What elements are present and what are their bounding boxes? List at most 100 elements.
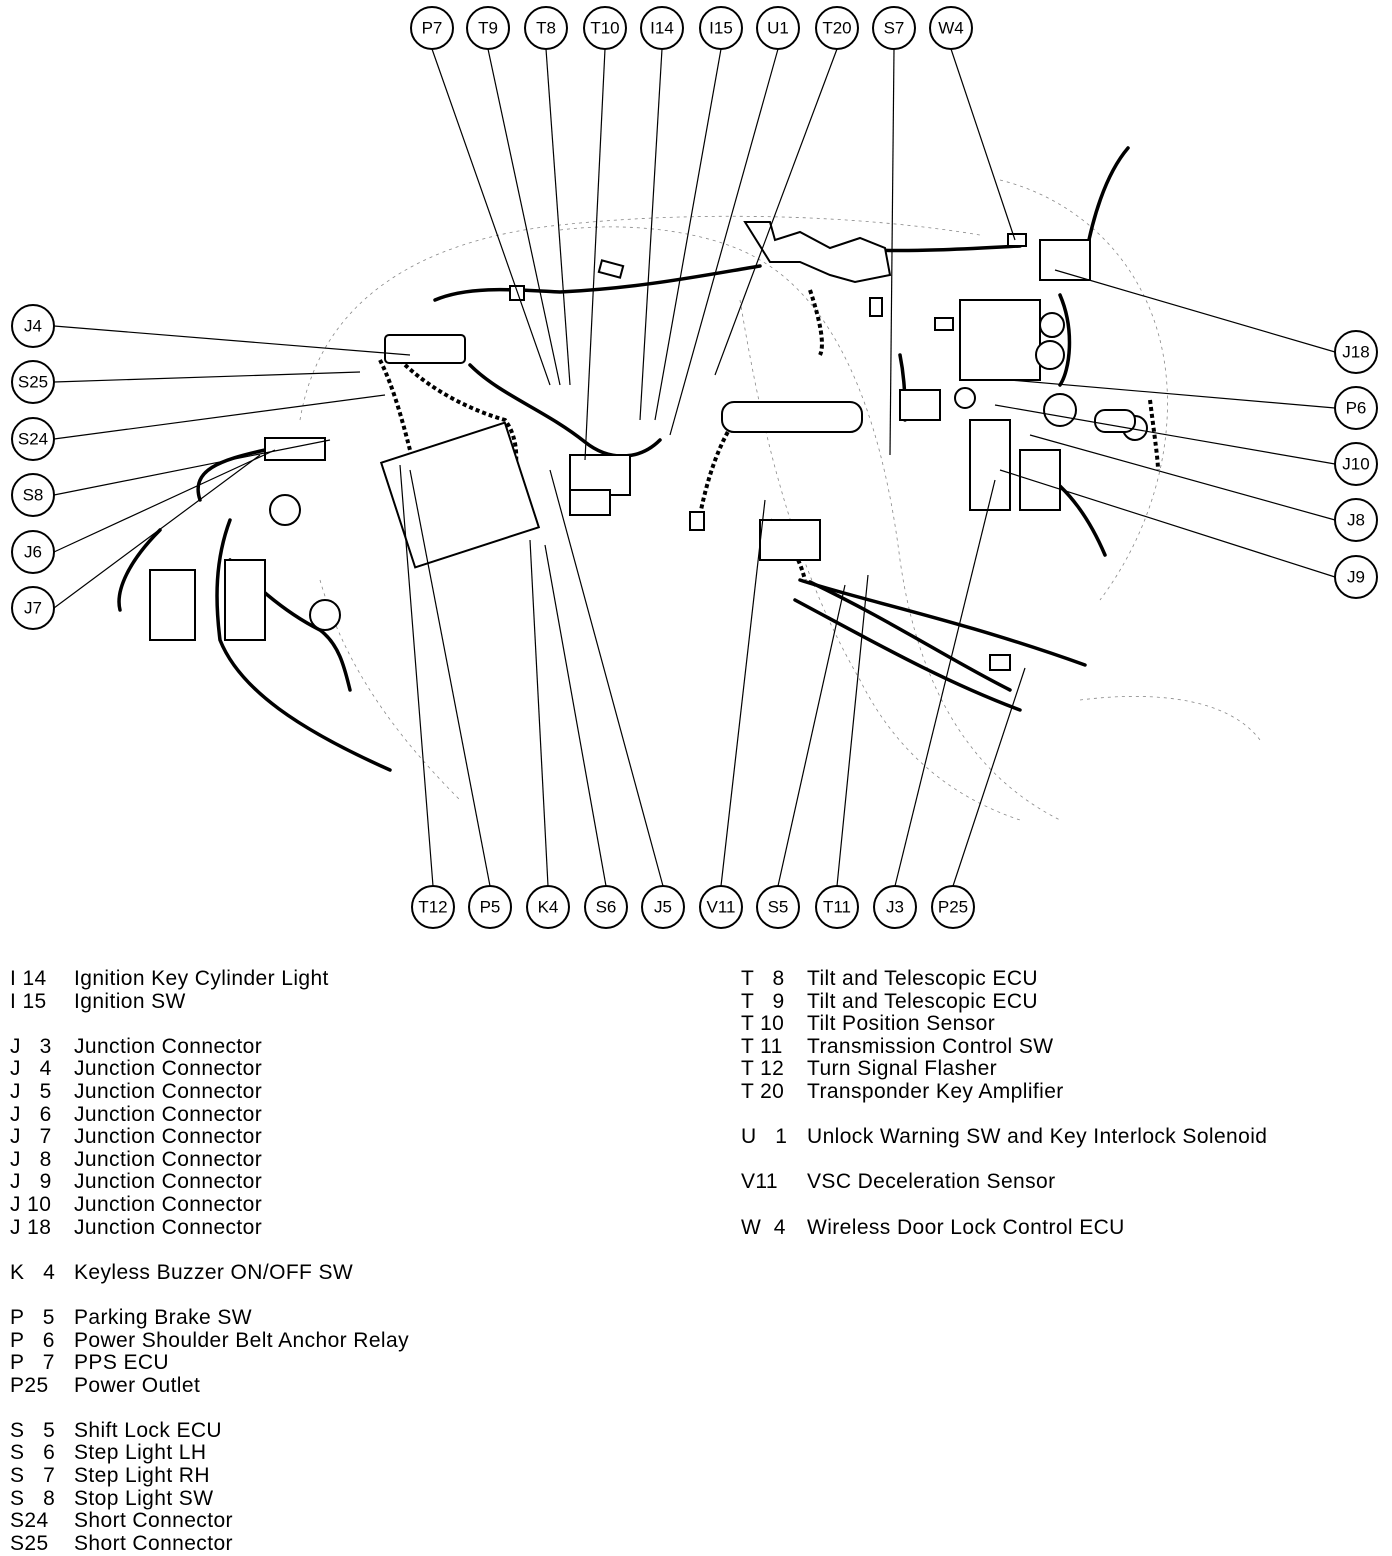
callout-text: V11 bbox=[707, 898, 736, 917]
legend-code: S24 bbox=[10, 1509, 49, 1533]
leader-i14 bbox=[639, 48, 663, 421]
callout-w4: W4 bbox=[929, 6, 973, 50]
callout-text: J8 bbox=[1347, 511, 1365, 530]
legend-row: S 6 Step Light LH bbox=[10, 1442, 409, 1465]
callout-text: S25 bbox=[18, 373, 48, 392]
legend-code: J 4 bbox=[10, 1057, 52, 1081]
callout-circle bbox=[756, 885, 800, 929]
legend-code: T 9 bbox=[741, 989, 785, 1013]
legend-row: I 15 Ignition SW bbox=[10, 989, 409, 1014]
callout-text: I14 bbox=[650, 19, 674, 38]
callout-text: S6 bbox=[596, 898, 617, 917]
legend-description: Keyless Buzzer ON/OFF SW bbox=[74, 1260, 354, 1284]
callout-t20: T20 bbox=[815, 6, 859, 50]
legend-code: S 6 bbox=[10, 1441, 56, 1465]
legend-description: Short Connector bbox=[74, 1509, 233, 1533]
callout-circle bbox=[466, 6, 510, 50]
legend-description: Ignition SW bbox=[74, 989, 186, 1013]
legend-code: J 6 bbox=[10, 1102, 52, 1126]
legend-code: P 5 bbox=[10, 1305, 55, 1329]
legend-description: Parking Brake SW bbox=[74, 1305, 252, 1329]
leader-w4 bbox=[950, 48, 1016, 241]
callout-s5: S5 bbox=[756, 885, 800, 929]
callout-circle bbox=[641, 885, 685, 929]
legend-code: T 11 bbox=[741, 1034, 783, 1058]
callout-i14: I14 bbox=[640, 6, 684, 50]
legend-code: T 8 bbox=[741, 967, 785, 990]
leader-t20 bbox=[714, 48, 838, 376]
legend-code: S25 bbox=[10, 1531, 49, 1555]
legend-row: S24 Short Connector bbox=[10, 1510, 409, 1533]
callout-circle bbox=[1334, 555, 1378, 599]
legend-description: Junction Connector bbox=[74, 1102, 263, 1126]
leader-p5 bbox=[409, 469, 491, 887]
leader-t8 bbox=[545, 48, 571, 386]
leader-k4 bbox=[529, 539, 549, 887]
callout-text: T11 bbox=[823, 898, 851, 917]
legend-description: Step Light LH bbox=[74, 1441, 207, 1465]
legend-description: Junction Connector bbox=[74, 1034, 263, 1058]
callout-circle bbox=[11, 586, 55, 630]
callout-circle bbox=[815, 885, 859, 929]
callout-circle bbox=[872, 6, 916, 50]
callout-text: J3 bbox=[886, 898, 904, 917]
leader-t9 bbox=[487, 48, 561, 386]
legend-description: Junction Connector bbox=[74, 1170, 263, 1194]
legend-description: Junction Connector bbox=[74, 1079, 263, 1103]
callout-circle bbox=[699, 6, 743, 50]
legend-code: J 5 bbox=[10, 1079, 52, 1103]
callout-t10: T10 bbox=[583, 6, 627, 50]
callout-text: J5 bbox=[654, 898, 672, 917]
legend-code: P 7 bbox=[10, 1351, 55, 1375]
callout-circle bbox=[1334, 386, 1378, 430]
legend-description: Tilt and Telescopic ECU bbox=[807, 967, 1038, 990]
leader-s8 bbox=[53, 439, 331, 496]
legend-description: Tilt Position Sensor bbox=[807, 1012, 996, 1036]
callout-s6: S6 bbox=[584, 885, 628, 929]
legend-description: PPS ECU bbox=[74, 1351, 169, 1375]
callout-text: J10 bbox=[1342, 455, 1369, 474]
callout-i15: I15 bbox=[699, 6, 743, 50]
leader-j8 bbox=[1029, 434, 1336, 521]
legend-spacer bbox=[10, 1013, 409, 1036]
callout-circle bbox=[524, 6, 568, 50]
leader-j7 bbox=[53, 454, 261, 609]
callout-circle bbox=[873, 885, 917, 929]
callout-circle bbox=[11, 304, 55, 348]
leader-s5 bbox=[777, 584, 846, 887]
legend-row: J 6 Junction Connector bbox=[10, 1102, 409, 1127]
callout-t9: T9 bbox=[466, 6, 510, 50]
legend-code: T 20 bbox=[741, 1079, 785, 1103]
legend-description: Power Outlet bbox=[74, 1373, 201, 1397]
legend-code: P25 bbox=[10, 1373, 49, 1397]
callout-t8: T8 bbox=[524, 6, 568, 50]
legend-row: T 8 Tilt and Telescopic ECU bbox=[741, 967, 1267, 991]
legend-code: S 7 bbox=[10, 1464, 56, 1488]
callout-text: T10 bbox=[590, 19, 619, 38]
callout-j3: J3 bbox=[873, 885, 917, 929]
callout-circle bbox=[468, 885, 512, 929]
legend-row: P 5 Parking Brake SW bbox=[10, 1305, 409, 1330]
callout-p5: P5 bbox=[468, 885, 512, 929]
legend-description: Transmission Control SW bbox=[807, 1034, 1054, 1058]
callout-text: K4 bbox=[538, 898, 559, 917]
callout-j5: J5 bbox=[641, 885, 685, 929]
callout-circle bbox=[583, 6, 627, 50]
callout-text: S7 bbox=[884, 19, 905, 38]
legend-code: W 4 bbox=[741, 1215, 786, 1239]
leader-s25 bbox=[53, 371, 361, 383]
legend-code: U 1 bbox=[741, 1125, 788, 1149]
callout-text: J6 bbox=[24, 543, 42, 562]
legend-code: I 15 bbox=[10, 989, 47, 1013]
callout-circle bbox=[584, 885, 628, 929]
